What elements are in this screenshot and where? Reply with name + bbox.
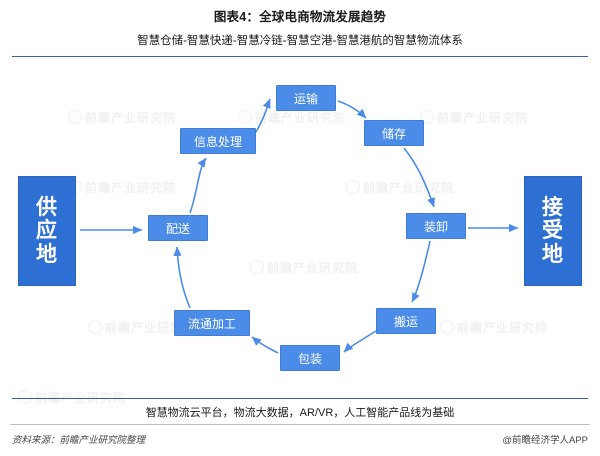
node-packaging[interactable]: 包装 [280,345,340,371]
node-handling[interactable]: 搬运 [376,308,436,334]
brand-text: @前瞻经济学人APP [502,435,588,446]
watermark-label: 前瞻产业研究院 [85,111,177,125]
watermark-logo-icon [88,320,102,334]
source-text: 资料来源：前瞻产业研究院整理 [12,435,146,446]
node-information-processing[interactable]: 信息处理 [180,128,256,154]
node-information-processing-label: 信息处理 [193,134,242,149]
node-circulation-processing[interactable]: 流通加工 [174,310,250,336]
watermark-logo-icon [18,390,32,404]
watermark-label: 前瞻产业研究院 [85,181,177,195]
footer-note: 智慧物流云平台，物流大数据，AR/VR，人工智能产品线为基础 [145,407,455,419]
node-transport[interactable]: 运输 [276,85,336,111]
end-block-label: 接受地 [542,195,564,266]
node-handling-label: 搬运 [393,314,418,329]
node-loading-unloading[interactable]: 装卸 [406,213,466,239]
node-distribution[interactable]: 配送 [148,215,208,241]
watermark: 前瞻产业研究院 [68,108,176,126]
node-storage-label: 储存 [381,126,406,141]
watermark-logo-icon [250,260,264,274]
page-title: 图表4：全球电商物流发展趋势 [213,10,387,24]
node-storage[interactable]: 储存 [364,120,424,146]
start-block-supply[interactable]: 供应地 [18,176,76,286]
node-loading-unloading-label: 装卸 [423,219,448,234]
watermark-logo-icon [68,110,82,124]
node-packaging-label: 包装 [297,351,322,366]
watermark: 前瞻产业研究院 [346,178,454,196]
divider-bottom [12,398,588,399]
watermark: 前瞻产业研究院 [250,258,358,276]
node-distribution-label: 配送 [165,221,190,236]
watermark-logo-icon [440,320,454,334]
watermark-label: 前瞻产业研究院 [437,111,529,125]
start-block-label: 供应地 [36,195,58,266]
watermark: 前瞻产业研究院 [440,318,548,336]
divider-top [12,56,588,57]
watermark-label: 前瞻产业研究院 [267,261,359,275]
node-transport-label: 运输 [293,91,318,106]
watermark: 前瞻产业研究院 [68,178,176,196]
end-block-receive[interactable]: 接受地 [524,176,582,286]
watermark-label: 前瞻产业研究院 [363,181,455,195]
watermark-logo-icon [346,180,360,194]
watermark-logo-icon [238,110,252,124]
watermark-label: 前瞻产业研究院 [255,111,347,125]
watermark: 前瞻产业研究院 [420,108,528,126]
node-circulation-processing-label: 流通加工 [187,316,236,331]
watermark-label: 前瞻产业研究院 [457,321,549,335]
page-subtitle: 智慧仓储-智慧快递-智慧冷链-智慧空港-智慧港航的智慧物流体系 [137,35,463,47]
divider-footer [10,424,590,425]
